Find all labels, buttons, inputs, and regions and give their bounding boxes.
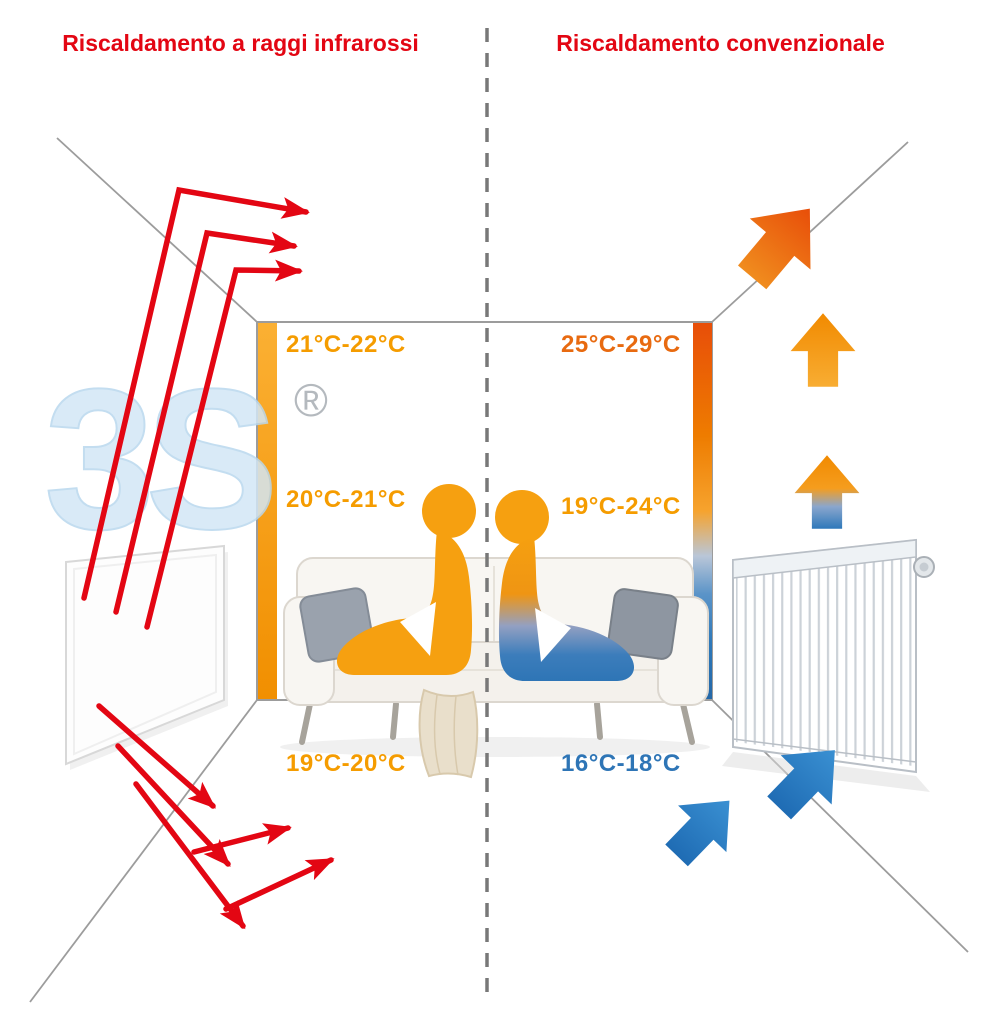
- red-ray-arrow-icon: [133, 781, 246, 930]
- pillow-right: [607, 588, 679, 660]
- convection-arrows: [652, 183, 861, 879]
- title-conventional-heating: Riscaldamento convenzionale: [556, 30, 885, 56]
- sofa-shadow: [280, 737, 710, 757]
- infrared-temperature-gradient-bar: [258, 323, 277, 699]
- person-conventional-arm-gap: [535, 608, 571, 662]
- temp-label-infrared-ceiling: 21°C-22°C: [286, 331, 406, 358]
- radiator-top-band: [732, 539, 917, 579]
- radiator: [722, 538, 935, 792]
- red-ray-arrow-icon: [191, 823, 292, 855]
- person-infrared-body: [336, 530, 473, 675]
- radiator-valve-center: [919, 562, 929, 572]
- temp-label-conventional-middle: 19°C-24°C: [561, 493, 681, 520]
- temp-label-conventional-ceiling: 25°C-29°C: [561, 331, 681, 358]
- infrared-panel-frame: [73, 553, 217, 756]
- red-ray-arrow-icon: [144, 259, 303, 630]
- cold-air-arrow-icon: [652, 777, 754, 879]
- person-infrared-head: [422, 484, 476, 538]
- temp-label-conventional-floor: 16°C-18°C: [561, 750, 681, 777]
- person-infrared-arm-gap: [400, 602, 436, 656]
- red-ray-arrow-icon: [223, 857, 335, 912]
- temp-label-infrared-middle: 20°C-21°C: [286, 486, 406, 513]
- temp-label-infrared-floor: 19°C-20°C: [286, 750, 406, 777]
- warm-air-arrow-icon: [790, 313, 856, 387]
- person-conventional-head: [495, 490, 549, 544]
- registered-trademark-icon: ®: [294, 374, 328, 426]
- person-infrared: [336, 484, 476, 675]
- watermark: 3S ®: [43, 347, 328, 572]
- radiator-bottom-trim: [732, 738, 917, 763]
- red-ray-arrow-icon: [96, 703, 217, 809]
- red-ray-arrow-icon: [81, 186, 310, 601]
- warm-air-arrow-icon: [794, 455, 860, 529]
- floor-edge-left: [29, 699, 258, 1003]
- red-ray-arrow-icon: [115, 743, 231, 867]
- radiator-fins: [736, 544, 913, 766]
- sofa-legs: [299, 701, 695, 745]
- red-ray-arrow-icon: [113, 229, 298, 615]
- person-conventional: [495, 490, 635, 681]
- warm-air-arrow-icon: [721, 183, 841, 303]
- infrared-rays: [81, 186, 335, 930]
- ceiling-edge-left: [56, 137, 258, 323]
- throw-blanket: [418, 688, 479, 779]
- title-infrared-heating: Riscaldamento a raggi infrarossi: [62, 30, 419, 56]
- person-conventional-body: [498, 536, 635, 681]
- watermark-logo: 3S: [44, 348, 271, 571]
